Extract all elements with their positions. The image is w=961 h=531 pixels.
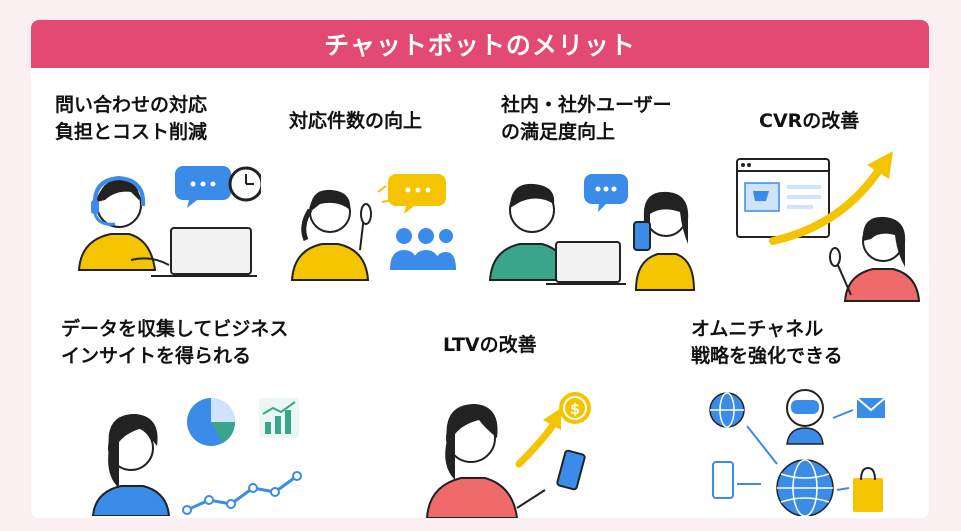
smartphone-icon [712, 461, 761, 499]
woman-smartphone-icon [425, 404, 586, 518]
woman-profile-icon [91, 414, 171, 516]
rising-arrow-icon [515, 408, 561, 468]
page-title: チャットボットのメリット [324, 31, 636, 60]
chat-bubble-icon [175, 166, 231, 208]
mail-icon [832, 397, 886, 419]
benefit-label-volume: 対応件数の向上 [289, 110, 423, 132]
svg-text:$: $ [570, 400, 580, 418]
rising-arrow-icon [769, 151, 893, 245]
operator-headset-icon [77, 175, 157, 271]
benefit-label-cost-reduction: 問い合わせの対応 負担とコスト削減 [55, 94, 208, 143]
coin-dollar-icon: $ [559, 392, 591, 424]
shopping-bag-icon [836, 466, 883, 512]
woman-pointing-icon [290, 185, 393, 281]
browser-cart-icon [736, 158, 830, 238]
operator-illustration [77, 166, 261, 277]
benefit-label-insights: データを収集してビジネス インサイトを得られる [61, 318, 289, 367]
bar-chart-icon [259, 398, 299, 438]
clock-icon [228, 166, 261, 202]
people-group-icon [390, 228, 456, 270]
satisfaction-illustration [488, 174, 696, 291]
chat-bubble-icon [584, 174, 628, 212]
line-graph-icon [182, 471, 302, 515]
benefits-card: チャットボットのメリット 問い合わせの対応 負担とコスト削減 [31, 20, 929, 518]
woman-pointing-icon [829, 216, 921, 302]
woman-smartphone-icon [633, 191, 696, 291]
title-banner: チャットボットのメリット [31, 20, 929, 68]
ltv-illustration: $ [425, 392, 591, 518]
globe-icon [709, 392, 745, 428]
cvr-illustration [736, 151, 921, 302]
chat-bubble-icon [388, 174, 446, 214]
laptop-icon [130, 227, 257, 277]
benefit-label-satisfaction: 社内・社外ユーザー の満足度向上 [501, 94, 672, 143]
benefit-label-cvr: CVRの改善 [759, 110, 860, 132]
omnichannel-illustration [709, 389, 886, 516]
pie-chart-icon [187, 398, 236, 446]
globe-icon [776, 459, 834, 516]
benefit-label-omnichannel: オムニチャネル 戦略を強化できる [691, 318, 843, 367]
benefit-label-ltv: LTVの改善 [443, 334, 537, 356]
insights-illustration [91, 398, 302, 516]
man-laptop-icon [488, 183, 626, 285]
volume-illustration [290, 174, 456, 281]
vr-robot-icon [786, 389, 824, 445]
